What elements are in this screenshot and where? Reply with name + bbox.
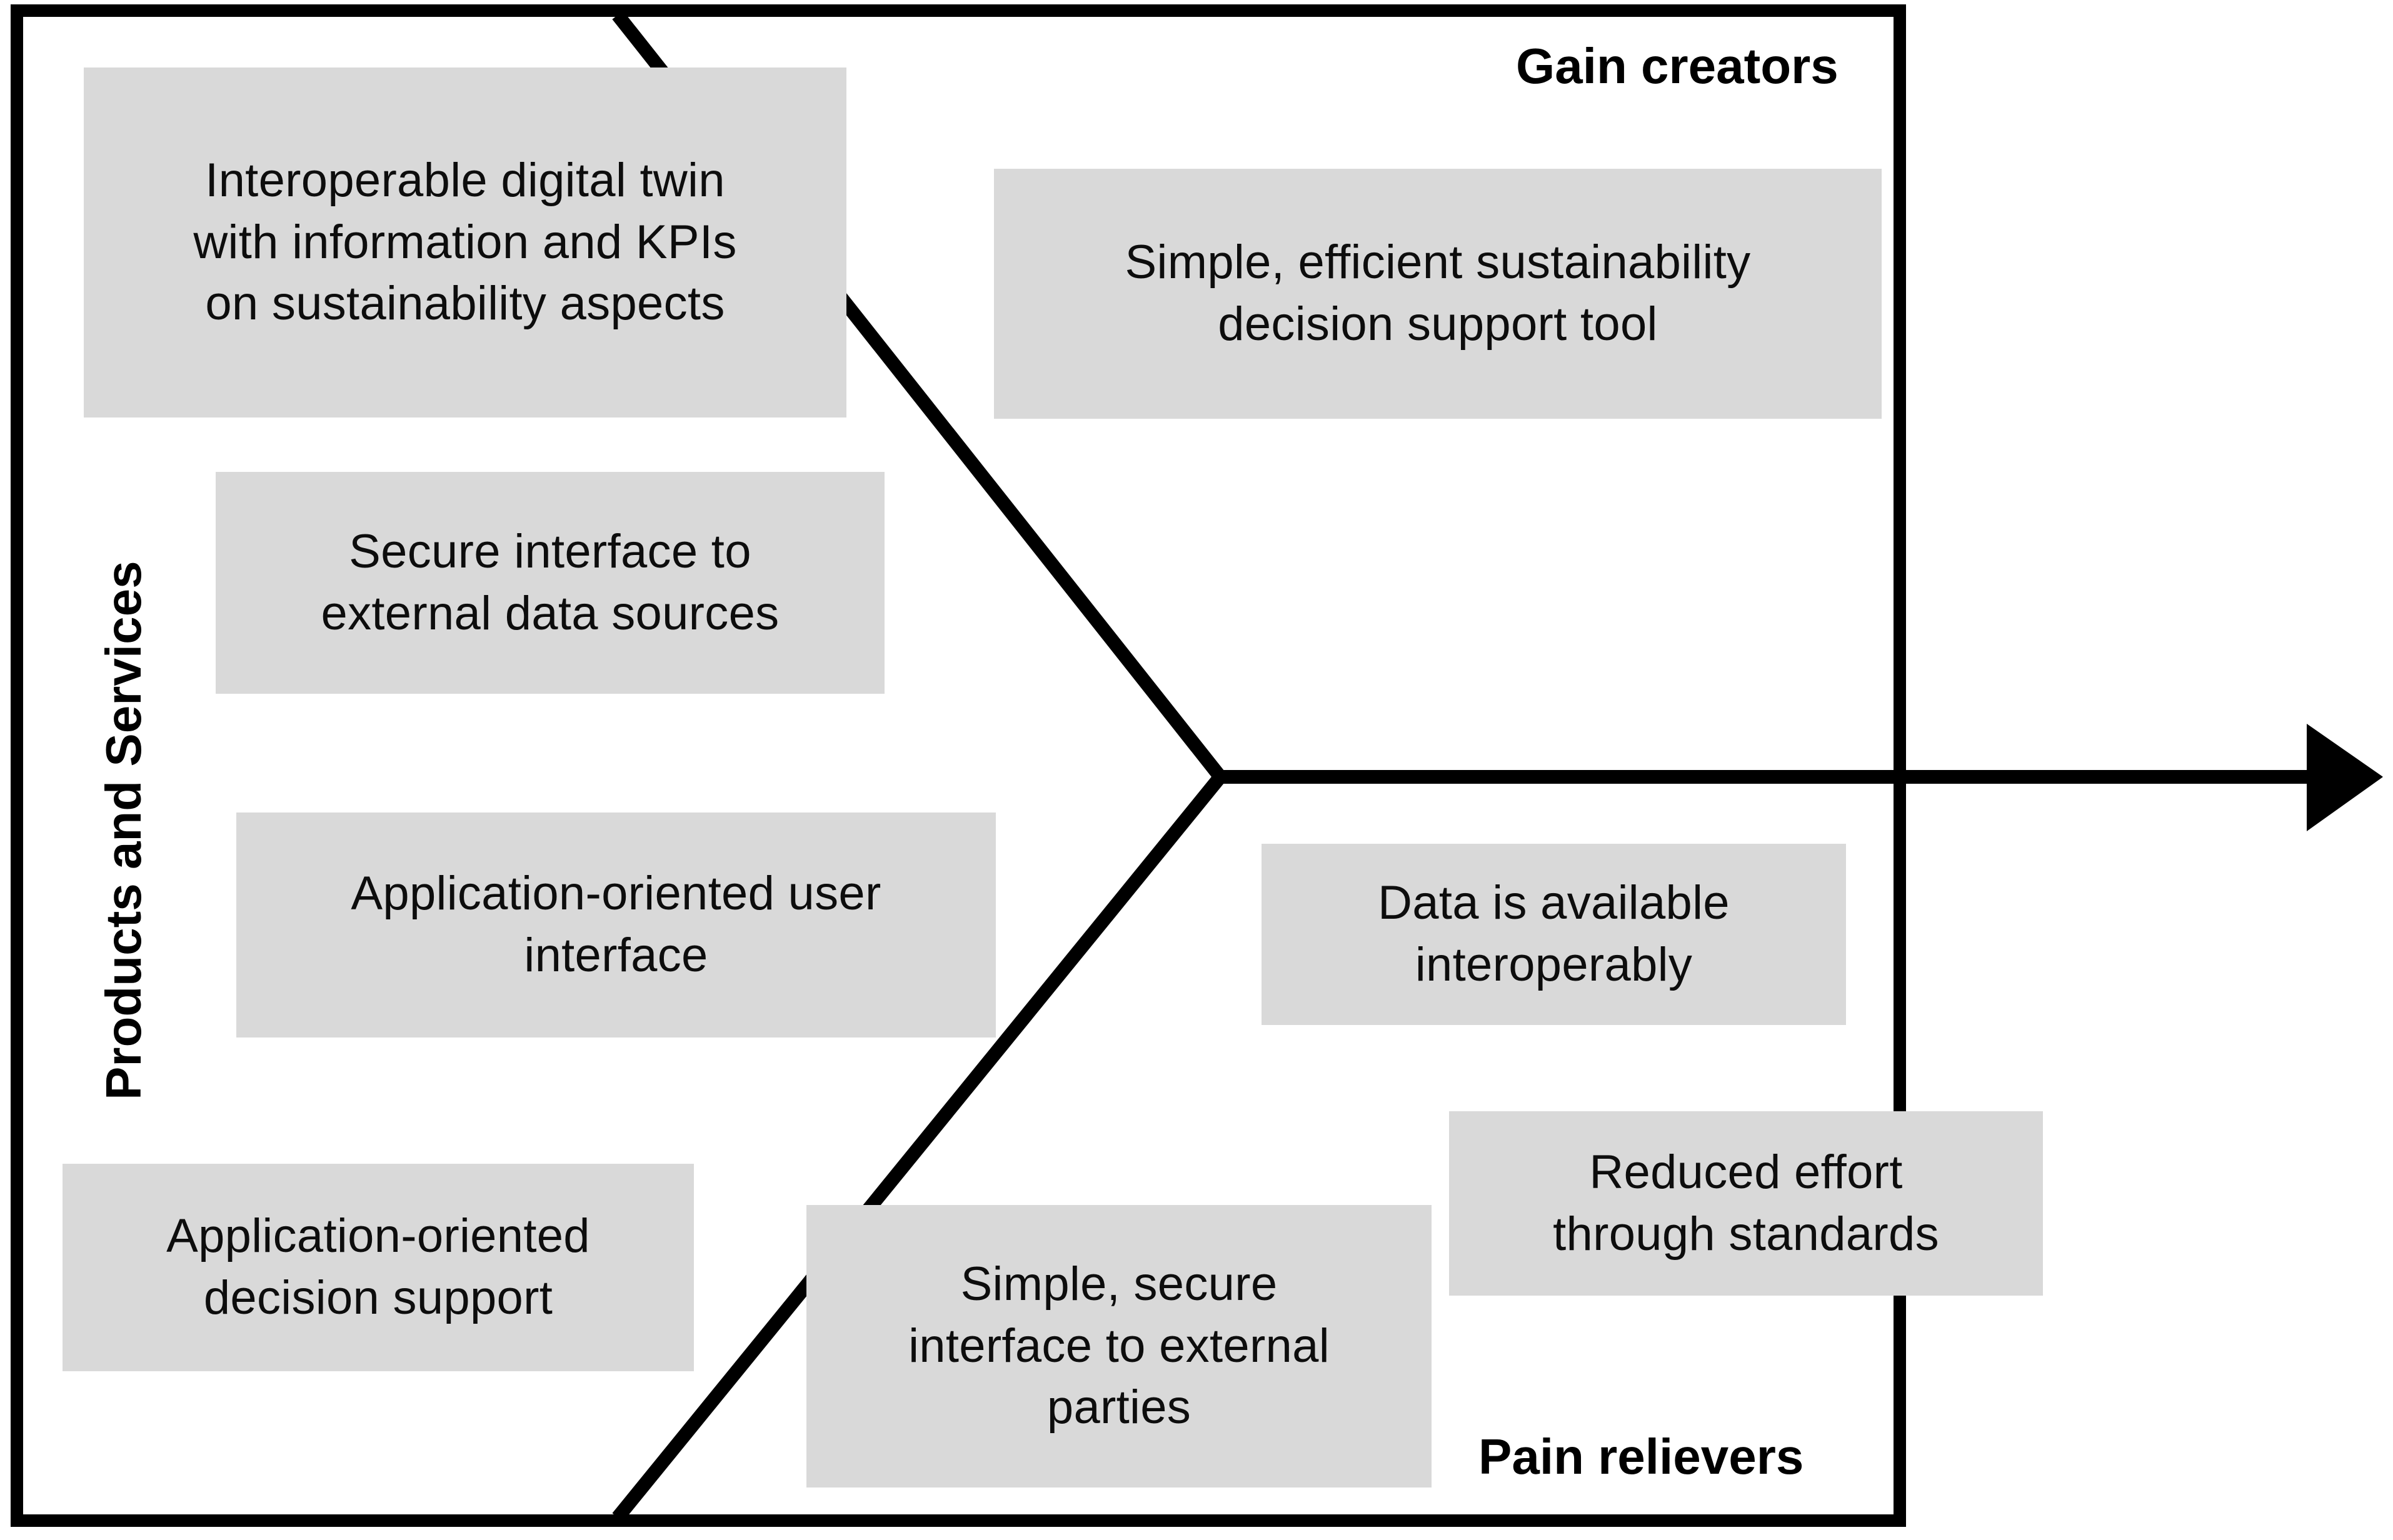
arrow-head xyxy=(2307,724,2383,831)
pain-relievers-label: Pain relievers xyxy=(1478,1429,1804,1484)
left-axis-label: Products and Services xyxy=(96,561,151,1100)
arrow-lower-diagonal xyxy=(612,772,1226,1522)
outer-frame xyxy=(11,4,1906,1527)
gain-creators-label: Gain creators xyxy=(1516,38,1839,94)
